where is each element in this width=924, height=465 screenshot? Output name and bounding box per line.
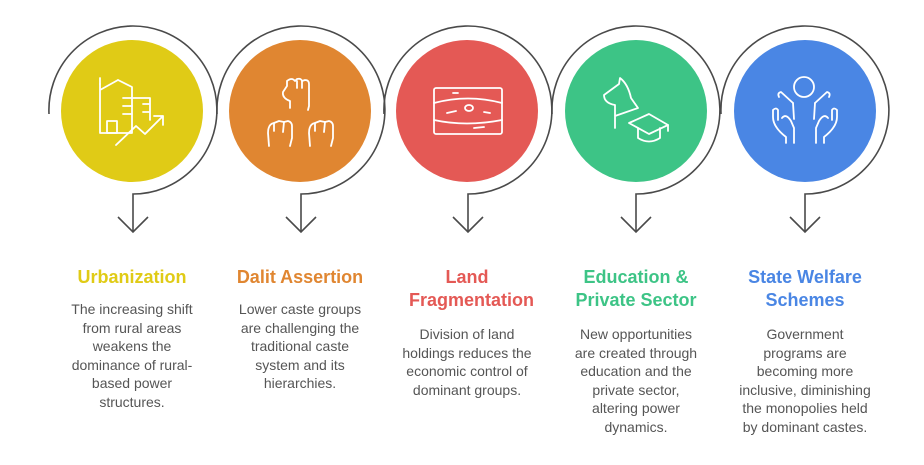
loop-arrow-outline <box>551 25 721 232</box>
step-description: Government programs are becoming more in… <box>739 326 871 435</box>
step-title: Dalit Assertion <box>236 267 364 287</box>
step-5-graphic <box>720 25 890 234</box>
step-description: Division of land holdings reduces the ec… <box>402 326 532 398</box>
step-title: State Welfare Schemes <box>748 267 862 310</box>
step-circle <box>229 40 371 182</box>
step-title: Education & Private Sector <box>575 267 697 310</box>
down-arrow-icon <box>285 216 317 234</box>
step-description: Lower caste groups are challenging the t… <box>238 301 362 391</box>
graduation-cap-icon <box>603 77 669 143</box>
step-1-text: Urbanization The increasing shift from r… <box>52 266 212 411</box>
loop-arrow-outline <box>383 25 553 232</box>
steps-graphic <box>48 25 890 234</box>
step-4-graphic <box>551 25 721 234</box>
raised-fists-icon <box>267 77 334 147</box>
step-3-graphic <box>383 25 553 234</box>
step-5-text: State Welfare Schemes Government program… <box>725 266 885 436</box>
loop-arrow-outline <box>48 25 218 232</box>
loop-arrow-outline <box>720 25 890 232</box>
loop-arrow-outline <box>216 25 386 232</box>
step-2-graphic <box>216 25 386 234</box>
down-arrow-icon <box>452 216 484 234</box>
step-circle <box>565 40 707 182</box>
step-title: Land Fragmentation <box>409 267 535 310</box>
step-3-text: Land Fragmentation Division of land hold… <box>387 266 547 399</box>
welfare-hands-icon <box>772 76 838 144</box>
down-arrow-icon <box>620 216 652 234</box>
step-4-text: Education & Private Sector New opportuni… <box>556 266 716 436</box>
step-title: Urbanization <box>77 267 187 287</box>
down-arrow-icon <box>789 216 821 234</box>
step-description: New opportunities are created through ed… <box>574 326 698 435</box>
step-1-graphic <box>48 25 218 234</box>
step-2-text: Dalit Assertion Lower caste groups are c… <box>220 266 380 393</box>
step-description: The increasing shift from rural areas we… <box>71 301 193 410</box>
land-map-icon <box>433 87 503 135</box>
down-arrow-icon <box>117 216 149 234</box>
step-circle <box>734 40 876 182</box>
city-growth-icon <box>99 77 164 146</box>
